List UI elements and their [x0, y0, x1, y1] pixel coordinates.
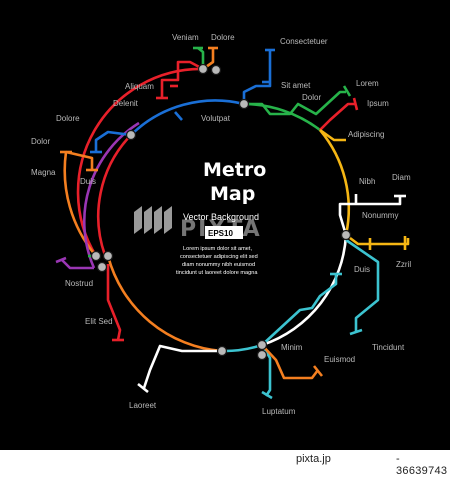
body-line-4: tincidunt ut laoreet dolore magna — [176, 270, 258, 276]
green-branch-lorem — [244, 90, 346, 116]
station-laoreet — [216, 345, 228, 357]
white-branch-laoreet — [142, 344, 222, 389]
branch-lines — [55, 46, 410, 400]
station-nostrud-c — [96, 261, 108, 273]
yellow-branch-zzril — [345, 233, 410, 246]
label-veniam: Veniam — [172, 33, 199, 42]
orange-branch-duis — [65, 150, 94, 170]
label-sit-amet: Sit amet — [281, 81, 311, 90]
purple-branch-magna — [61, 259, 94, 270]
cyan-branch-tincidunt — [345, 238, 380, 332]
red-branch-elit-sed — [106, 264, 122, 341]
cyan-branch-luptatum — [260, 344, 272, 397]
label-laoreet: Laoreet — [129, 401, 157, 410]
station-dolore — [210, 64, 222, 76]
label-tincidunt: Tincidunt — [372, 343, 405, 352]
station-veniam — [197, 63, 209, 75]
green-branch-veniam — [197, 46, 205, 69]
label-euismod: Euismod — [324, 355, 355, 364]
station-nostrud-b — [102, 250, 114, 262]
station-minim-a — [256, 339, 268, 351]
label-nostrud: Nostrud — [65, 279, 93, 288]
station-volutpat — [238, 98, 250, 110]
label-delenit: Delenit — [113, 99, 139, 108]
label-consectetuer: Consectetuer — [280, 37, 328, 46]
label-adipiscing: Adipiscing — [348, 130, 384, 139]
white-branch-diam — [338, 196, 402, 236]
white-line-arc — [261, 234, 348, 347]
station-delenit — [125, 129, 137, 141]
orange-branch-euismod — [261, 344, 320, 380]
red-inner-arc — [96, 134, 132, 259]
station-nostrud-a — [90, 250, 102, 262]
label-luptatum: Luptatum — [262, 407, 296, 416]
label-zzril: Zzril — [396, 260, 411, 269]
station-minim-b — [256, 349, 268, 361]
red-branch — [160, 60, 204, 98]
orange-line-arc — [106, 255, 223, 353]
blue-branch-consectetuer — [242, 50, 272, 104]
ticket-logo — [134, 206, 172, 234]
purple-line-arc — [83, 121, 140, 269]
label-duis-right: Duis — [354, 265, 370, 274]
stations — [90, 63, 352, 361]
blue-line-arc — [130, 99, 245, 136]
red-line-arc — [76, 67, 204, 257]
station-labels: Veniam Dolore Consectetuer Aliquam Sit a… — [31, 33, 411, 416]
label-dolore-left: Dolore — [56, 114, 80, 123]
eps-badge-bg — [205, 226, 243, 239]
footer-bar: pixta.jp - 36639743 — [0, 450, 450, 477]
footer-image-id: - 36639743 — [396, 453, 448, 477]
station-nonummy — [340, 229, 352, 241]
blue-branch-dolore — [94, 130, 132, 152]
label-diam: Diam — [392, 173, 411, 182]
label-elit-sed: Elit Sed — [85, 317, 113, 326]
body-line-3: diam nonummy nibh euismod — [182, 262, 255, 268]
label-dolore-top: Dolore — [211, 33, 235, 42]
label-minim: Minim — [281, 343, 303, 352]
label-nonummy: Nonummy — [362, 211, 398, 220]
subtitle: Vector Background — [183, 212, 259, 222]
label-lorem: Lorem — [356, 79, 379, 88]
label-duis-left: Duis — [80, 177, 96, 186]
label-volutpat: Volutpat — [201, 114, 231, 123]
eps-badge: EPS10 — [208, 229, 233, 238]
title-line-1: Metro — [203, 159, 266, 181]
label-dolor-right: Dolor — [302, 93, 321, 102]
title-line-2: Map — [210, 183, 255, 205]
cyan-branch-duis — [261, 274, 338, 346]
label-magna: Magna — [31, 168, 56, 177]
poster: .ln { fill:none; stroke-width:2.6; strok… — [0, 0, 450, 450]
body-line-1: Lorem ipsum dolor sit amet, — [183, 246, 252, 252]
cyan-line-arc — [221, 343, 263, 353]
body-line-2: consectetuer adipiscing elit sed — [180, 254, 258, 260]
center-block: Metro Map PIXTA Vector Background EPS10 … — [134, 159, 266, 276]
green-line-arc — [243, 102, 321, 132]
orange-inner-arc — [63, 151, 97, 257]
metro-map: .ln { fill:none; stroke-width:2.6; strok… — [31, 33, 411, 416]
label-aliquam: Aliquam — [125, 82, 154, 91]
red-branch-ipsum — [319, 102, 355, 131]
footer-site: pixta.jp — [296, 453, 331, 465]
label-dolor-left: Dolor — [31, 137, 50, 146]
label-ipsum: Ipsum — [367, 99, 389, 108]
yellow-line-arc — [319, 129, 351, 236]
label-nibh: Nibh — [359, 177, 375, 186]
